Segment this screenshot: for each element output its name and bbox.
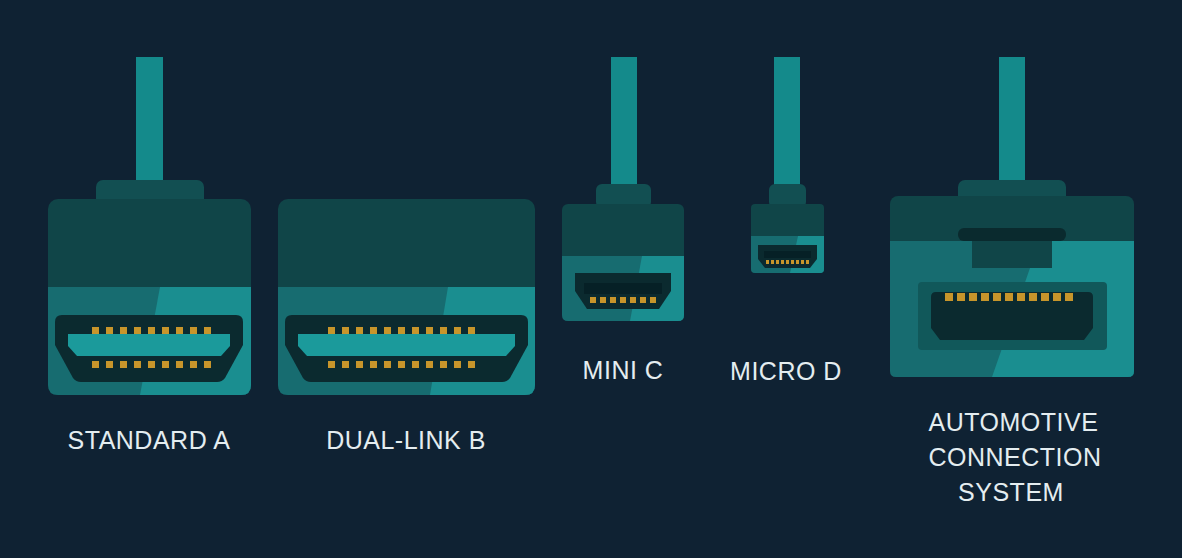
micro-d-connector <box>751 57 824 273</box>
connector-label: AUTOMOTIVE CONNECTION SYSTEM <box>929 405 1094 510</box>
automotive-connector <box>890 57 1134 377</box>
connector-label: STANDARD A <box>68 423 231 458</box>
mini-c-connector <box>562 57 684 321</box>
connector-label: MICRO D <box>730 354 842 389</box>
connector-label: MINI C <box>583 353 664 388</box>
connector-label: DUAL-LINK B <box>326 423 486 458</box>
dual-link-b-connector <box>278 199 535 395</box>
standard-a-connector <box>48 57 251 395</box>
